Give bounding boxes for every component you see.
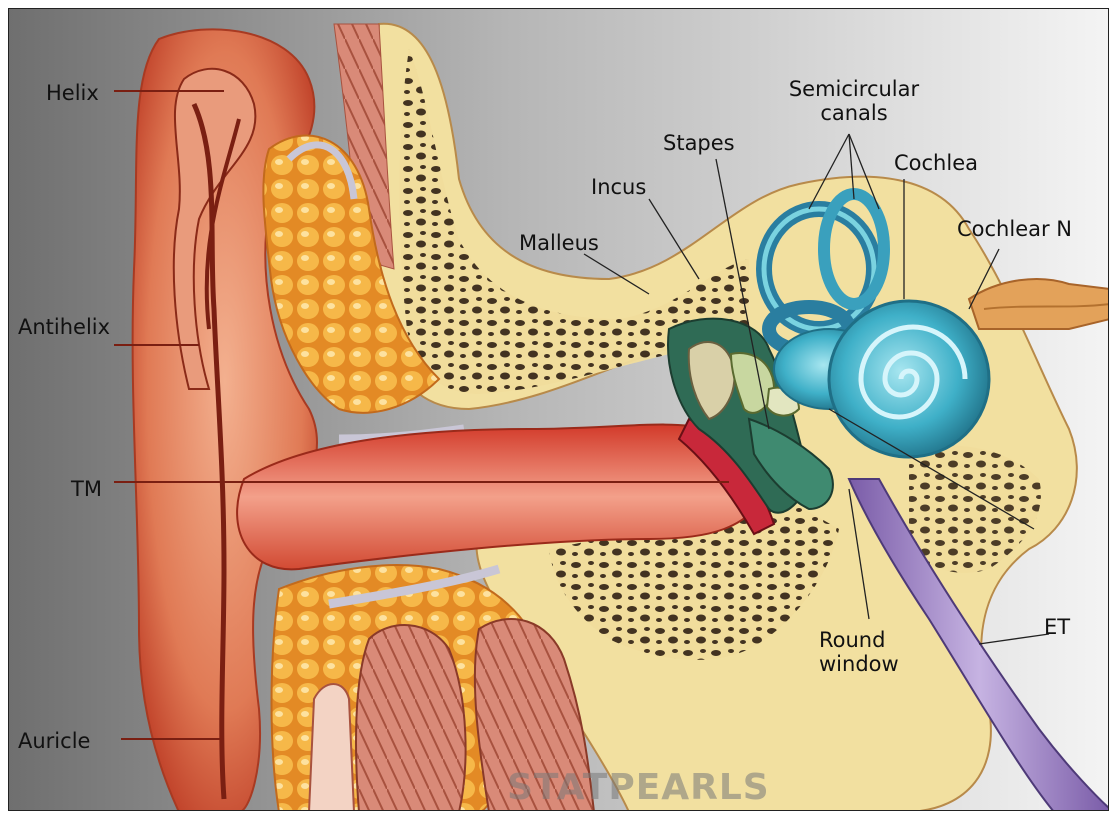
label-et: ET (1044, 615, 1070, 639)
label-helix: Helix (46, 81, 99, 105)
ear-anatomy-illustration (9, 9, 1109, 811)
label-stapes: Stapes (663, 131, 735, 155)
label-semicircular-canals: Semicircular canals (774, 77, 934, 125)
label-antihelix: Antihelix (18, 315, 110, 339)
statpearls-watermark: STATPEARLS (507, 767, 770, 808)
label-cochlea: Cochlea (894, 151, 978, 175)
label-auricle: Auricle (18, 729, 90, 753)
label-round-window: Round window (819, 628, 929, 676)
label-cochlear-n: Cochlear N (957, 217, 1072, 241)
label-tm: TM (71, 477, 102, 501)
lobule-tissue (309, 684, 354, 811)
lower-muscle-left (356, 625, 466, 811)
label-incus: Incus (591, 175, 646, 199)
label-malleus: Malleus (519, 231, 599, 255)
diagram-frame: Helix Antihelix TM Auricle Semicircular … (8, 8, 1109, 811)
